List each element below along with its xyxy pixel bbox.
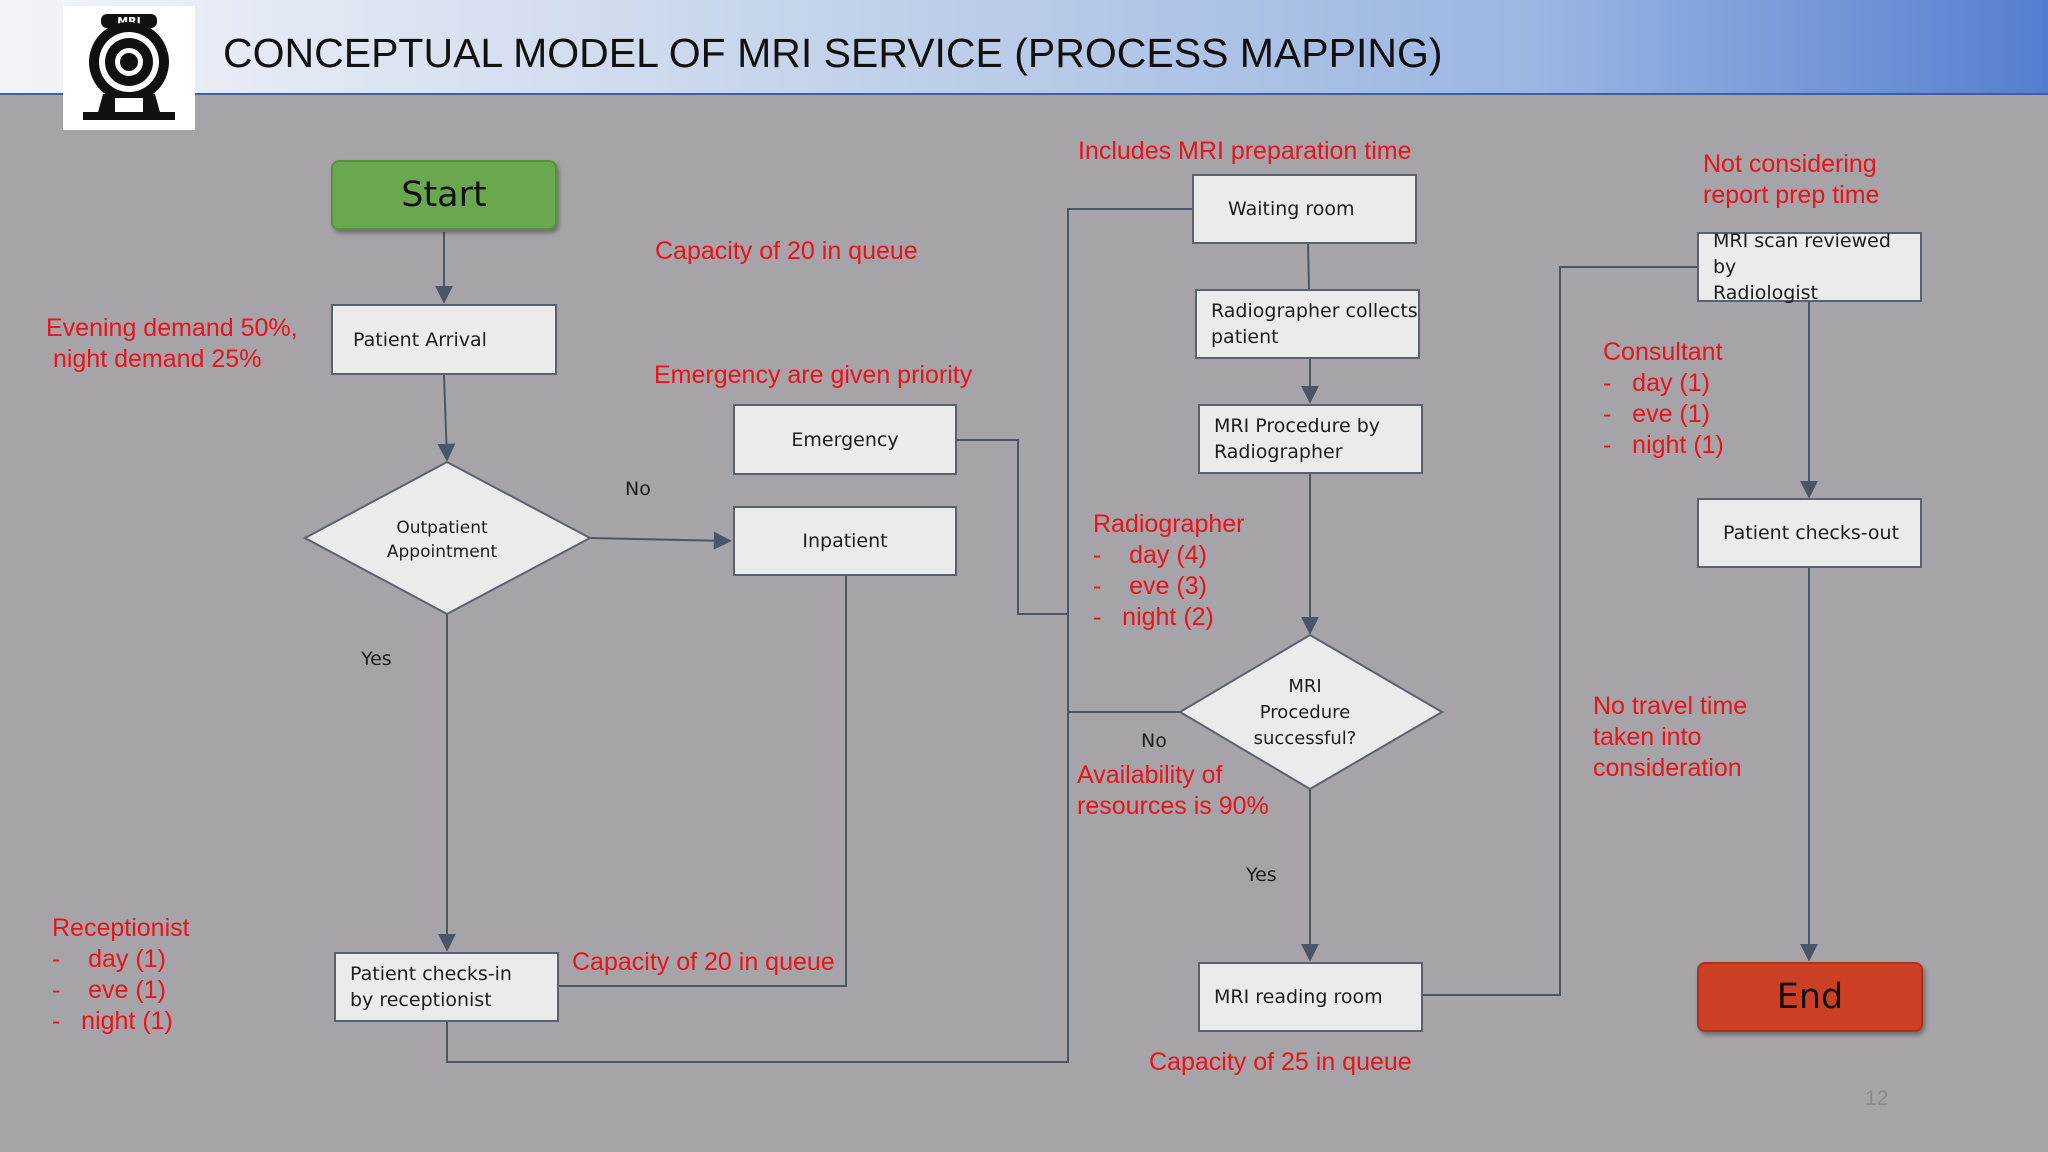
scan-reviewed-box: MRI scan reviewed by Radiologist	[1697, 230, 1922, 304]
capacity-20-bottom-note: Capacity of 20 in queue	[572, 948, 835, 976]
mri-logo: MRI	[63, 6, 195, 130]
prep-time-note: Includes MRI preparation time	[1078, 137, 1412, 165]
emergency-box: Emergency	[733, 404, 957, 475]
receptionist-note: Receptionist - day (1) - eve (1) - night…	[52, 914, 190, 1035]
emergency-priority-note: Emergency are given priority	[654, 361, 973, 389]
inpatient-box: Inpatient	[733, 506, 957, 576]
radiographer-collects-box: Radiographer collects patient	[1195, 289, 1420, 359]
end-node: End	[1697, 962, 1923, 1032]
mri-no-edge-label: No	[1141, 730, 1167, 752]
title-banner	[0, 0, 2048, 95]
mri-success-decision-diamond	[1178, 633, 1444, 791]
slide-title: CONCEPTUAL MODEL OF MRI SERVICE (PROCESS…	[223, 30, 1443, 76]
demand-note: Evening demand 50%, night demand 25%	[46, 314, 298, 373]
capacity-25-note: Capacity of 25 in queue	[1149, 1048, 1412, 1076]
no-edge-label: No	[625, 478, 651, 500]
capacity-20-top-note: Capacity of 20 in queue	[655, 237, 918, 265]
mri-procedure-box: MRI Procedure by Radiographer	[1198, 404, 1423, 474]
consultant-note: Consultant - day (1) - eve (1) - night (…	[1603, 338, 1724, 459]
travel-time-note: No travel time taken into consideration	[1593, 692, 1748, 782]
mri-reading-room-box: MRI reading room	[1198, 962, 1423, 1032]
mri-success-label: MRI Procedure successful?	[1253, 676, 1357, 749]
radiographer-note: Radiographer - day (4) - eve (3) - night…	[1093, 510, 1245, 631]
yes-edge-label: Yes	[361, 648, 392, 670]
availability-note: Availability of resources is 90%	[1077, 761, 1269, 820]
patient-checks-in-box: Patient checks-in by receptionist	[334, 952, 559, 1022]
page-number: 12	[1865, 1087, 1889, 1110]
waiting-room-box: Waiting room	[1192, 174, 1417, 244]
start-node: Start	[331, 160, 557, 230]
report-prep-note: Not considering report prep time	[1703, 150, 1880, 209]
patient-checks-out-box: Patient checks-out	[1697, 498, 1922, 568]
mri-yes-edge-label: Yes	[1246, 864, 1277, 886]
outpatient-decision-diamond	[302, 460, 593, 616]
outpatient-appointment-label: Outpatient Appointment	[386, 518, 498, 562]
patient-arrival-box: Patient Arrival	[331, 304, 557, 375]
